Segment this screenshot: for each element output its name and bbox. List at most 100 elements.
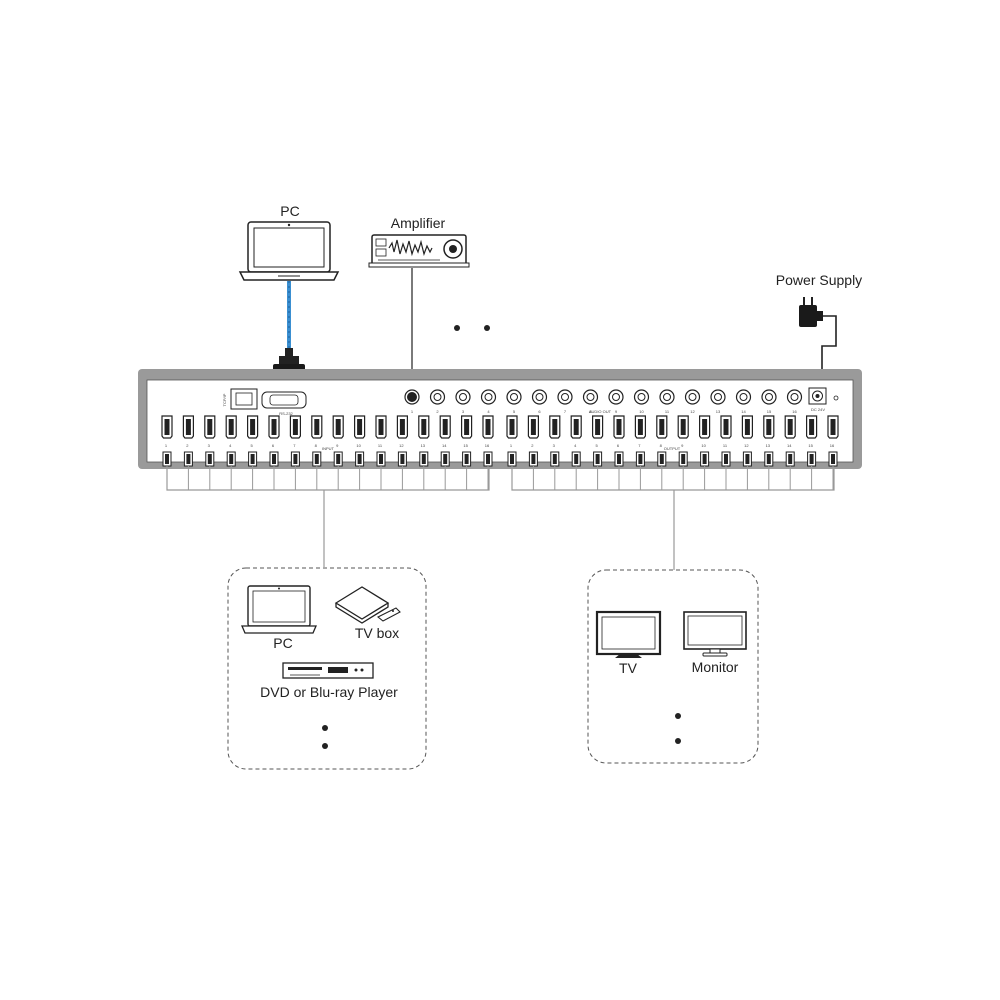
tcp-ip-port: TCP/IP	[222, 388, 258, 410]
hdmi-input-port-number: 8	[315, 443, 318, 448]
output-cable-bracket	[511, 469, 835, 570]
rca-jack-1: 1	[404, 389, 420, 414]
hdmi-input-port-number: 2	[186, 443, 189, 448]
rca-jack-9: 9	[608, 389, 624, 414]
hdmi-input-port-number: 9	[336, 443, 339, 448]
pc-source-label: PC	[273, 635, 292, 651]
hdmi-input-port-10: 10	[354, 415, 366, 448]
rca-jack-15: 15	[761, 389, 777, 414]
hdmi-output-port-6: 6	[613, 415, 625, 448]
hdmi-output-port-number: 1	[510, 443, 513, 448]
hdmi-input-port-number: 4	[229, 443, 232, 448]
hdmi-cable-plug	[700, 451, 710, 490]
hdmi-output-port-8: 8	[656, 415, 668, 448]
monitor-icon	[683, 611, 747, 657]
hdmi-cable-plug	[507, 451, 517, 490]
hdmi-input-port-8: 8	[311, 415, 323, 448]
hdmi-input-port-number: 13	[421, 443, 426, 448]
hdmi-cable-plug	[205, 451, 215, 490]
rca-jack-3: 3	[455, 389, 471, 414]
rca-jack-5: 5	[506, 389, 522, 414]
power-supply-label: Power Supply	[776, 272, 862, 288]
source-devices-group: PC TV box DVD or Blu-ray Player	[227, 567, 427, 770]
hdmi-input-port-1: 1	[161, 415, 173, 448]
hdmi-output-port-number: 7	[638, 443, 641, 448]
hdmi-cable-plug	[635, 451, 645, 490]
rca-jack-number: 10	[639, 409, 644, 414]
hdmi-output-port-number: 15	[808, 443, 813, 448]
rca-jack-13: 13	[710, 389, 726, 414]
hdmi-output-port-number: 13	[766, 443, 771, 448]
tcp-ip-label: TCP/IP	[222, 393, 227, 406]
hdmi-input-port-12: 12	[396, 415, 408, 448]
hdmi-input-port-11: 11	[375, 415, 387, 448]
hdmi-cable-plug	[226, 451, 236, 490]
hdmi-cable-plug	[183, 451, 193, 490]
hdmi-input-port-number: 6	[272, 443, 275, 448]
hdmi-output-port-number: 9	[681, 443, 684, 448]
hdmi-cable-plug	[462, 451, 472, 490]
hdmi-cable-plug	[162, 451, 172, 490]
hdmi-output-port-3: 3	[549, 415, 561, 448]
rs232-port: RS-232	[261, 391, 307, 416]
hdmi-output-port-number: 8	[660, 443, 663, 448]
hdmi-input-port-number: 11	[378, 443, 383, 448]
hdmi-cable-plug	[483, 451, 493, 490]
tv-box-icon	[334, 586, 401, 624]
rca-jack-8: 8	[582, 389, 599, 414]
rca-jack-16: 16	[786, 389, 803, 414]
dvd-label: DVD or Blu-ray Player	[260, 684, 398, 700]
hdmi-cable-plug	[333, 451, 343, 490]
hdmi-input-port-15: 15	[461, 415, 473, 448]
hdmi-input-port-number: 7	[293, 443, 296, 448]
rca-jack-7: 7	[557, 389, 573, 414]
hdmi-output-port-number: 12	[744, 443, 749, 448]
hdmi-cable-plugs	[162, 451, 838, 490]
hdmi-output-port-16: 16	[827, 415, 839, 448]
rca-jack-number: 9	[615, 409, 618, 414]
hdmi-cable-plug	[376, 451, 386, 490]
tv-box-label: TV box	[355, 625, 399, 641]
rca-jack-6: 6	[531, 389, 548, 414]
rca-jack-number: 5	[513, 409, 516, 414]
hdmi-cable-plug	[550, 451, 560, 490]
amplifier-label: Amplifier	[391, 215, 446, 231]
hdmi-output-port-number: 14	[787, 443, 792, 448]
hdmi-cable-plug	[440, 451, 450, 490]
tv-label: TV	[619, 660, 638, 676]
hdmi-output-port-number: 6	[617, 443, 620, 448]
hdmi-cable-plug	[742, 451, 752, 490]
input-label: INPUT	[322, 446, 335, 451]
output-label: OUTPUT	[664, 446, 681, 451]
rca-jack-number: 11	[665, 409, 670, 414]
pc-source-laptop-icon	[241, 585, 317, 634]
dc-label: DC 24V	[811, 407, 825, 412]
rca-jack-number: 15	[767, 409, 772, 414]
hdmi-output-port-number: 4	[574, 443, 577, 448]
ellipsis-dots-top	[454, 325, 490, 331]
rca-jack-number: 14	[741, 409, 746, 414]
hdmi-cable-plug	[593, 451, 603, 490]
ellipsis-dot	[675, 738, 681, 744]
dvd-player-icon	[282, 662, 374, 679]
hdmi-cable-plug	[355, 451, 365, 490]
dc-power-port: DC 24V	[808, 387, 839, 412]
rca-jack-number: 1	[411, 409, 414, 414]
rca-jack-number: 12	[690, 409, 695, 414]
hdmi-output-port-5: 5	[592, 415, 604, 448]
hdmi-input-port-number: 1	[165, 443, 168, 448]
hdmi-input-port-6: 6	[268, 415, 280, 448]
hdmi-output-port-15: 15	[806, 415, 818, 448]
hdmi-input-port-number: 5	[250, 443, 253, 448]
amplifier-icon	[368, 234, 470, 268]
power-adapter-icon	[799, 297, 823, 327]
hdmi-output-port-number: 5	[595, 443, 598, 448]
hdmi-output-port-12: 12	[741, 415, 753, 448]
hdmi-cable-plug	[764, 451, 774, 490]
hdmi-output-port-13: 13	[763, 415, 775, 448]
matrix-switch-panel: TCP/IP RS-232 DC 24V AUDIO OUT INPUT OUT…	[138, 369, 862, 469]
hdmi-input-port-number: 14	[442, 443, 447, 448]
